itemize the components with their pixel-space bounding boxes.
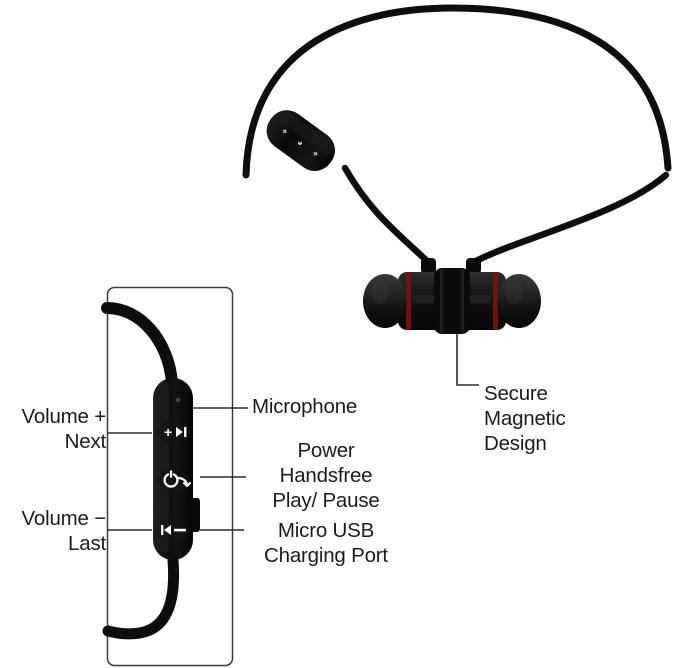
microphone-pinhole (175, 397, 181, 403)
micro-usb-port (191, 498, 200, 532)
svg-text:◕: ◕ (295, 137, 305, 148)
svg-text:+: + (164, 424, 172, 440)
inline-remote-module (266, 110, 335, 171)
earbud-cables (341, 164, 670, 274)
inset-cable-bottom (102, 554, 180, 640)
module-button-power-handsfree (157, 469, 192, 493)
inline-remote-buttons: + ◕ + (280, 126, 321, 160)
svg-text:+: + (280, 126, 290, 137)
leader-lines-left (108, 432, 152, 531)
earbuds-magnetic-pair (363, 268, 541, 334)
callout-secure-magnetic-design: Secure Magnetic Design (484, 382, 566, 455)
leader-lines-right (192, 407, 248, 531)
module-button-volume-down-last (157, 518, 189, 542)
callout-power-handsfree-play-pause: Power Handsfree Play/ Pause (272, 439, 380, 512)
callout-microphone: Microphone (252, 395, 358, 418)
inset-cable-top (101, 302, 178, 388)
callout-micro-usb-charging-port: Micro USB Charging Port (264, 519, 388, 567)
module-button-volume-up-next: + (157, 420, 189, 444)
leader-line-magnetic (456, 334, 479, 386)
neckband-cable (242, 4, 672, 179)
svg-text:+: + (310, 148, 320, 159)
callout-volume-plus-next: Volume + Next (21, 405, 107, 453)
callout-volume-minus-last: Volume − Last (21, 507, 107, 555)
